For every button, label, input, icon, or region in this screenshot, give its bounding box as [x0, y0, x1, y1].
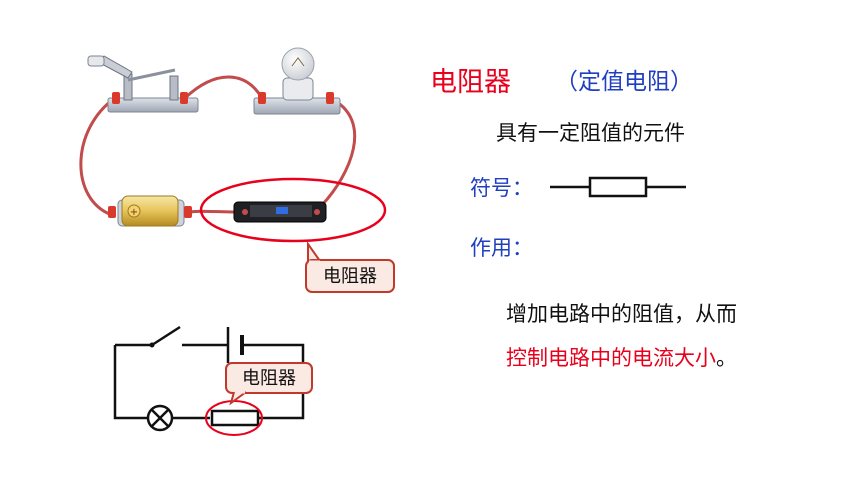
symbol-label: 符号：	[470, 176, 533, 200]
photo-circuit: + 电阻器	[79, 47, 395, 293]
schematic-callout-label: 电阻器	[242, 368, 296, 389]
resistor-highlight-ellipse	[199, 177, 387, 243]
wire-switch-battery	[79, 96, 116, 217]
title-text: 电阻器	[430, 67, 511, 98]
lamp-symbol	[146, 404, 174, 432]
resistor-symbol-icon	[550, 176, 686, 198]
usage-line-1: 增加电路中的阻值，从而	[506, 302, 737, 326]
battery: +	[108, 195, 192, 227]
bulb-holder	[253, 47, 341, 115]
photo-callout-label: 电阻器	[323, 266, 377, 287]
schematic-callout: 电阻器	[225, 362, 313, 406]
resistor-component	[233, 201, 327, 223]
page-title: 电阻器	[430, 60, 511, 99]
schematic-circuit: 电阻器	[113, 325, 313, 436]
usage-highlight: 控制电路中的电流大小	[506, 346, 716, 370]
usage-line-2: 控制电路中的电流大小。	[506, 342, 737, 372]
photo-callout: 电阻器	[305, 240, 395, 293]
usage-line-end: 。	[716, 346, 737, 370]
definition-text: 具有一定阻值的元件	[496, 121, 685, 145]
knife-switch	[87, 55, 199, 113]
wire-bulb-resistor	[320, 96, 357, 207]
resistor-symbol	[210, 409, 260, 427]
usage-label: 作用：	[470, 236, 533, 260]
wire-switch-bulb	[183, 75, 264, 100]
page-subtitle: （定值电阻）	[555, 69, 693, 95]
switch-blade	[151, 325, 181, 347]
svg-text:+: +	[130, 207, 138, 218]
